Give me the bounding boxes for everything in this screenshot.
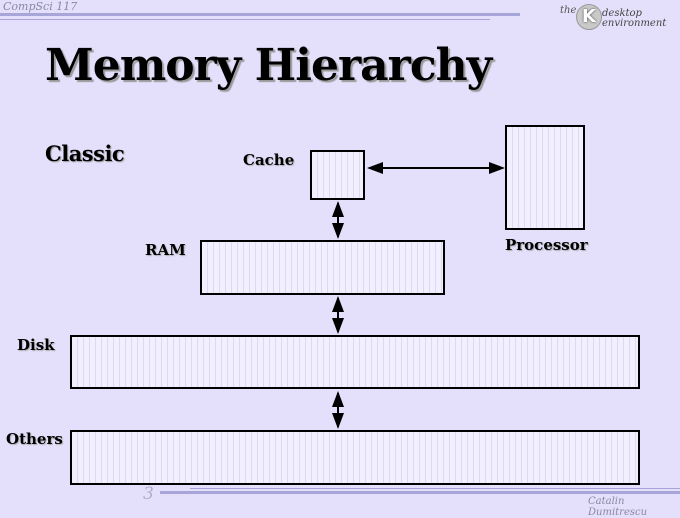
ram-box [200, 240, 445, 295]
logo-line1: desktop [602, 8, 642, 19]
slide-subtitle: Classic [45, 141, 125, 166]
processor-box [505, 125, 585, 230]
kde-logo: the K desktop environment [558, 3, 668, 33]
ram-label: RAM [145, 241, 186, 259]
logo-prefix: the [560, 5, 577, 16]
logo-text: desktop environment [602, 9, 666, 29]
slide-title: Memory Hierarchy [45, 40, 492, 91]
disk-box [70, 335, 640, 389]
header-divider [0, 13, 520, 16]
cache-box [310, 150, 365, 200]
header-divider-thin [0, 19, 490, 20]
footer-divider [160, 491, 680, 494]
logo-line2: environment [602, 18, 667, 29]
others-box [70, 430, 640, 485]
kde-gear-icon: K [576, 4, 602, 30]
others-label: Others [6, 430, 63, 448]
footer-divider-thin [190, 488, 680, 489]
page-number: 3 [143, 484, 154, 504]
author-name: Catalin Dumitrescu [588, 496, 648, 518]
disk-label: Disk [17, 336, 55, 354]
cache-label: Cache [243, 151, 295, 169]
course-label: CompSci 117 [3, 0, 78, 13]
processor-label: Processor [505, 236, 588, 254]
